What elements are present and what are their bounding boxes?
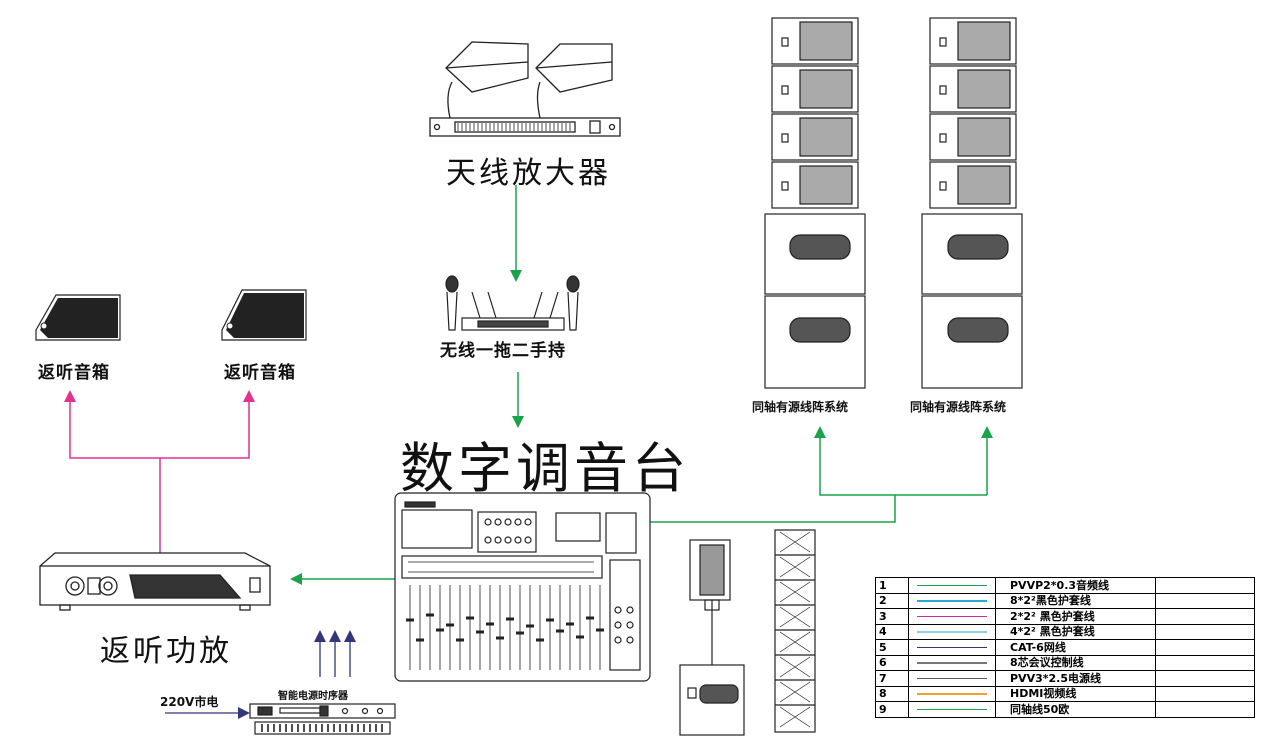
antenna-left-icon: [445, 41, 529, 119]
legend-row-note: [1155, 654, 1255, 671]
cable-color-line: [917, 631, 987, 633]
legend-row-number: 2: [875, 592, 909, 609]
legend-row-description: PVVP2*0.3音频线: [995, 577, 1156, 594]
cable-color-line: [917, 693, 987, 695]
line-array-right-label: 同轴有源线阵系统: [910, 400, 1007, 414]
legend-row: 7 PVV3*2.5电源线: [875, 670, 1255, 687]
legend-row-description: 同轴线50欧: [995, 701, 1156, 718]
antenna-amp-label: 天线放大器: [446, 156, 611, 191]
legend-row-number: 9: [875, 701, 909, 718]
monitor-speaker-left-icon: [35, 294, 121, 341]
legend-row-note: [1155, 639, 1255, 656]
legend-color-swatch: [908, 577, 996, 594]
legend-row-description: CAT-6网线: [995, 639, 1156, 656]
line-array-left-icon: [764, 17, 866, 389]
legend-row: 2 8*2²黑色护套线: [875, 592, 1255, 609]
legend-row-note: [1155, 577, 1255, 594]
legend-row: 5 CAT-6网线: [875, 639, 1255, 656]
legend-color-swatch: [908, 623, 996, 640]
legend-row-note: [1155, 592, 1255, 609]
legend-color-swatch: [908, 685, 996, 702]
cable-color-line: [917, 584, 987, 586]
legend-row-number: 8: [875, 685, 909, 702]
wire-mixer-to-linearrays: [650, 426, 993, 523]
cable-color-line: [917, 662, 987, 664]
legend-color-swatch: [908, 670, 996, 687]
legend-row: 4 4*2² 黑色护套线: [875, 623, 1255, 640]
column-speaker-with-sub-icon: [679, 539, 745, 736]
cable-color-line: [917, 708, 987, 710]
legend-row-number: 1: [875, 577, 909, 594]
monitor-speaker-right-icon: [221, 289, 307, 341]
legend-row-description: HDMI视频线: [995, 685, 1156, 702]
legend-row-note: [1155, 608, 1255, 625]
digital-mixer-icon: [394, 492, 651, 682]
legend-row: 8 HDMI视频线: [875, 685, 1255, 702]
microphone-left-icon: [445, 275, 459, 331]
wire-mains-input: [165, 707, 250, 719]
power-sequencer-icon: [249, 703, 396, 735]
cable-color-line: [917, 677, 987, 679]
wire-amp-to-monitors: [64, 390, 255, 553]
mixer-label: 数字调音台: [400, 437, 690, 500]
legend-row-note: [1155, 670, 1255, 687]
wire-wireless-to-mixer: [512, 372, 524, 428]
legend-row-description: 8*2²黑色护套线: [995, 592, 1156, 609]
monitor-amplifier-icon: [39, 552, 271, 611]
monitor-amp-label: 返听功放: [100, 634, 232, 669]
legend-color-swatch: [908, 639, 996, 656]
legend-row-description: 4*2² 黑色护套线: [995, 623, 1156, 640]
legend-color-swatch: [908, 608, 996, 625]
legend-row-description: 8芯会议控制线: [995, 654, 1156, 671]
legend-row-number: 7: [875, 670, 909, 687]
line-array-right-icon: [921, 17, 1023, 389]
line-array-left-label: 同轴有源线阵系统: [752, 400, 849, 414]
legend-row: 9 同轴线50欧: [875, 701, 1255, 718]
antenna-amplifier: [429, 41, 621, 137]
legend-row-number: 5: [875, 639, 909, 656]
cable-color-line: [917, 600, 987, 602]
monitor-right-label: 返听音箱: [224, 363, 296, 383]
wire-antenna-to-wireless: [510, 185, 522, 282]
legend-row-number: 6: [875, 654, 909, 671]
legend-color-swatch: [908, 701, 996, 718]
legend-row-number: 4: [875, 623, 909, 640]
wireless-label: 无线一拖二手持: [440, 341, 566, 361]
legend-row-note: [1155, 685, 1255, 702]
microphone-right-icon: [566, 275, 580, 331]
legend-color-swatch: [908, 592, 996, 609]
cable-color-line: [917, 646, 987, 648]
wire-sequencer-power-out: [314, 630, 356, 677]
column-line-array-icon: [774, 529, 816, 733]
legend-row: 1 PVVP2*0.3音频线: [875, 577, 1255, 594]
legend-row-number: 3: [875, 608, 909, 625]
legend-color-swatch: [908, 654, 996, 671]
legend-row: 6 8芯会议控制线: [875, 654, 1255, 671]
cable-color-line: [917, 615, 987, 617]
cable-legend-table: 1 PVVP2*0.3音频线 2 8*2²黑色护套线 3 2*2² 黑色护套线 4 4*2² …: [875, 577, 1255, 718]
monitor-left-label: 返听音箱: [38, 363, 110, 383]
legend-row-description: PVV3*2.5电源线: [995, 670, 1156, 687]
legend-row-note: [1155, 623, 1255, 640]
legend-row-note: [1155, 701, 1255, 718]
antenna-right-icon: [535, 43, 613, 119]
mains-input-label: 220V市电: [160, 695, 219, 709]
sequencer-label: 智能电源时序器: [278, 691, 348, 702]
wireless-receiver: [445, 275, 580, 331]
wire-mixer-to-monitor-amp: [290, 573, 398, 585]
legend-row-description: 2*2² 黑色护套线: [995, 608, 1156, 625]
legend-row: 3 2*2² 黑色护套线: [875, 608, 1255, 625]
